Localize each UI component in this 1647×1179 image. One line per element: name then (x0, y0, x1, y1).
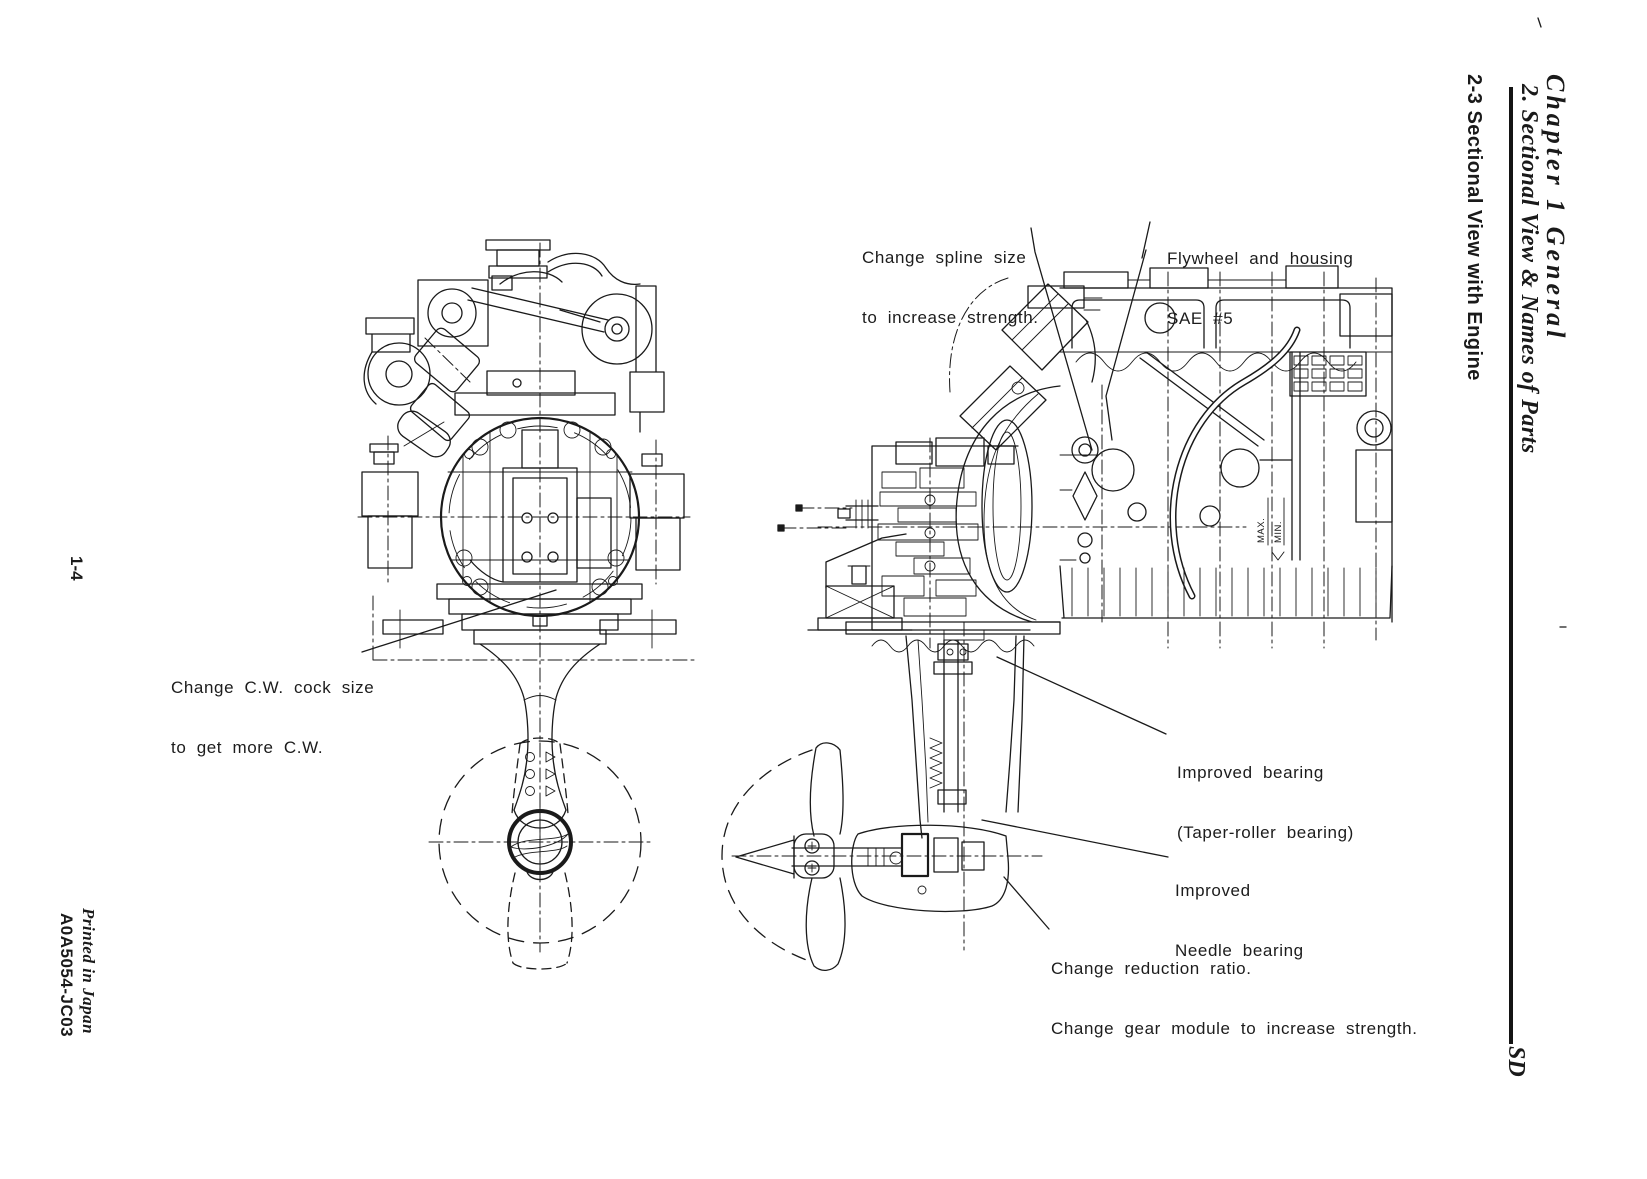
annotation-cw-cock: Change C.W. cock size to get more C.W. (171, 638, 374, 798)
annotation-line: Change C.W. cock size (171, 678, 375, 697)
annotation-line: Flywheel and housing (1167, 249, 1354, 268)
dipstick-min-label: MIN. (1273, 521, 1284, 543)
annotation-line: Change reduction ratio. (1051, 959, 1252, 978)
leader-lines (361, 221, 1169, 930)
annotation-line: to increase strength. (862, 308, 1039, 327)
annotation-line: Improved bearing (1177, 763, 1324, 782)
page-number: 1-4 (67, 556, 86, 581)
edition-mark: SD (1503, 1046, 1529, 1077)
print-code: A0A5054-JC03 (57, 913, 76, 1038)
subsection-title: 2-3 Sectional View with Engine (1463, 74, 1485, 381)
annotation-line: Needle bearing (1175, 941, 1304, 960)
section-title: 2. Sectional View & Names of Parts (1516, 84, 1542, 454)
annotation-line: (Taper-roller bearing) (1177, 823, 1354, 842)
annotation-line: SAE #5 (1167, 309, 1234, 328)
annotation-reduction: Change reduction ratio. Change gear modu… (1051, 919, 1418, 1079)
dipstick-max-label: MAX. (1256, 518, 1267, 543)
chapter-title: Chapter 1 General (1541, 74, 1570, 342)
annotation-taper-bearing: Improved bearing (Taper-roller bearing) (1177, 723, 1354, 883)
annotation-flywheel: Flywheel and housing SAE #5 (1167, 209, 1353, 369)
annotation-spline: Change spline size to increase strength. (862, 208, 1039, 368)
annotation-line: Change gear module to increase strength. (1051, 1019, 1418, 1038)
header-rule (1509, 87, 1513, 1044)
annotation-line: Change spline size (862, 248, 1027, 267)
annotation-needle-bearing: Improved Needle bearing (1175, 841, 1304, 1001)
annotation-line: Improved (1175, 881, 1251, 900)
scan-marks (1537, 17, 1567, 628)
side-view-drawing: MAX. MIN. (721, 265, 1393, 971)
annotation-line: to get more C.W. (171, 738, 324, 757)
print-origin: Printed in Japan (79, 908, 98, 1035)
front-view-drawing (357, 239, 696, 970)
